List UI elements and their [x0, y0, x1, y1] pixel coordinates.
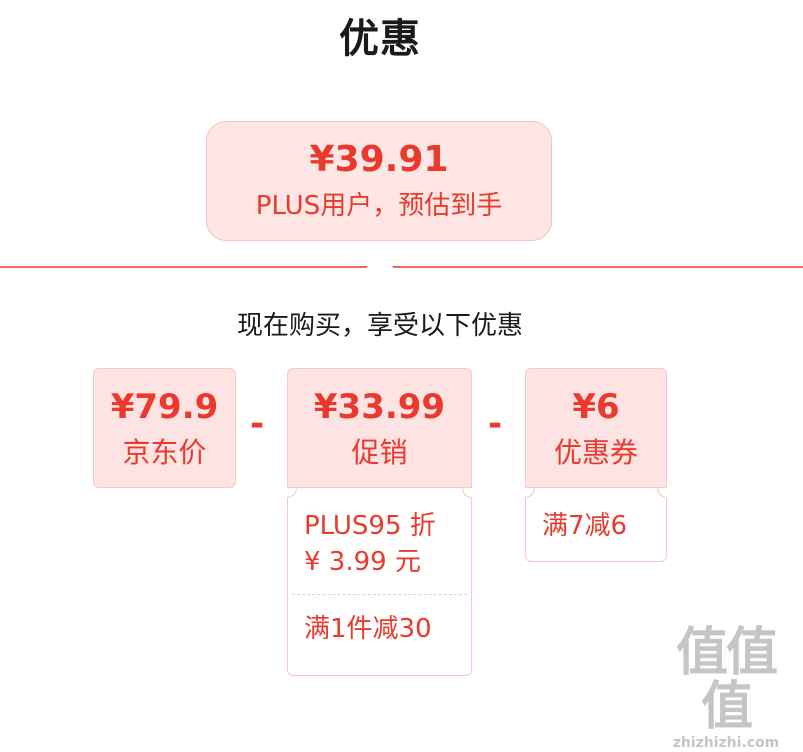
site-watermark: 值值值 zhizhizhi.com [652, 626, 800, 752]
coupon-details: 满7减6 [525, 488, 667, 562]
section-subtitle: 现在购买，享受以下优惠 [236, 311, 523, 341]
page-title: 优惠 [339, 16, 421, 62]
promotion-label: 促销 [351, 436, 408, 469]
divider-line [0, 266, 803, 268]
promotion-box: ¥33.99 促销 [287, 368, 472, 488]
watermark-logo: 值值值 [675, 623, 778, 737]
jd-price-value: ¥79.9 [110, 387, 219, 427]
jd-price-box: ¥79.9 京东价 [93, 368, 236, 488]
minus-operator: - [488, 404, 503, 444]
dashed-separator [292, 594, 467, 595]
jd-price-label: 京东价 [122, 436, 207, 469]
estimated-price: ¥39.91 [309, 139, 449, 180]
watermark-url: zhizhizhi.com [672, 735, 780, 751]
promotion-details: PLUS95 折 ¥ 3.99 元 满1件减30 [287, 488, 472, 676]
plus-discount-text: PLUS95 折 [304, 511, 436, 541]
coupon-value: ¥6 [572, 387, 620, 427]
coupon-condition-text: 满7减6 [542, 511, 628, 541]
coupon-label: 优惠券 [553, 436, 638, 469]
plus-discount-amount: ¥ 3.99 元 [304, 547, 421, 577]
full-reduction-text: 满1件减30 [304, 614, 432, 644]
coupon-box: ¥6 优惠券 [525, 368, 667, 488]
minus-operator: - [250, 404, 265, 444]
estimated-price-card: ¥39.91 PLUS用户，预估到手 [206, 121, 552, 241]
promotion-value: ¥33.99 [313, 387, 446, 427]
estimated-price-note: PLUS用户，预估到手 [255, 191, 503, 221]
